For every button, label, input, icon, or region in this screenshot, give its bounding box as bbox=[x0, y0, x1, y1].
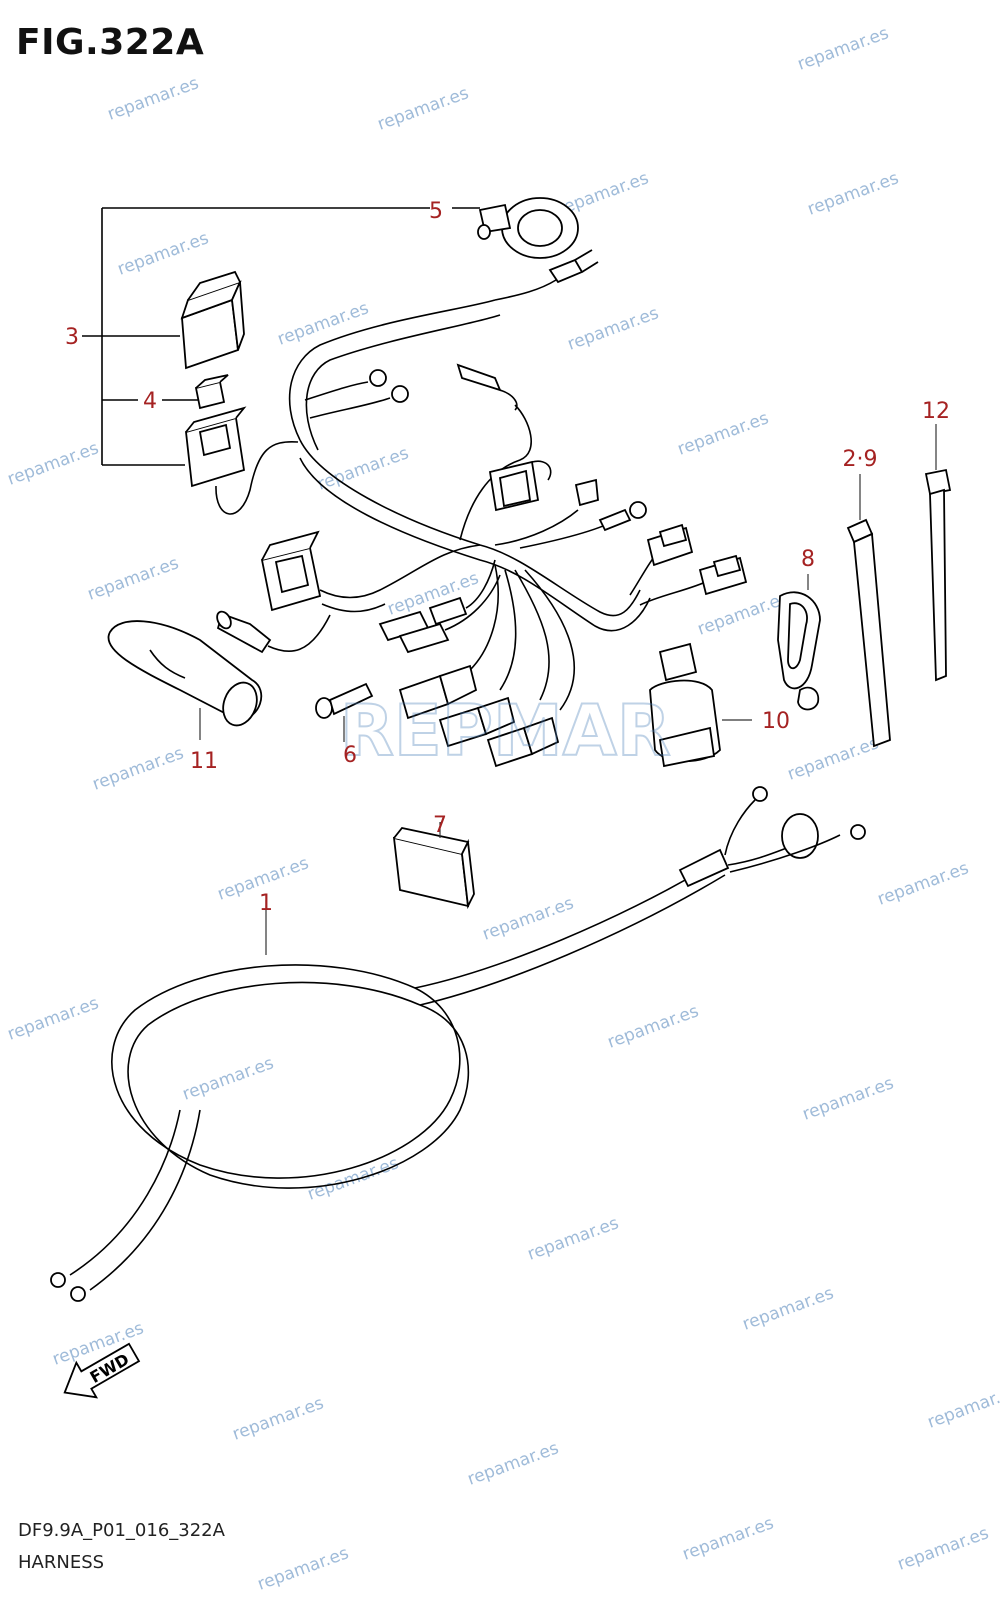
watermark-text: repamar.es bbox=[115, 228, 212, 279]
watermark-text: repamar.es bbox=[895, 1523, 992, 1574]
watermark-text: repamar.es bbox=[875, 858, 972, 909]
callout-12: 12 bbox=[922, 399, 950, 424]
callout-8: 8 bbox=[801, 547, 815, 572]
watermark-text: repamar.es bbox=[695, 588, 792, 639]
watermark-text: repamar.es bbox=[90, 743, 187, 794]
part-5-grommet bbox=[477, 197, 579, 259]
watermark-text: repamar.es bbox=[5, 438, 102, 489]
part-6-pin bbox=[315, 682, 374, 742]
watermark-text: repamar.es bbox=[480, 893, 577, 944]
callout-11: 11 bbox=[190, 749, 218, 774]
bullet-connectors bbox=[216, 559, 501, 654]
callout-6: 6 bbox=[343, 743, 357, 768]
watermark-text: repamar.es bbox=[605, 1001, 702, 1052]
callout-4: 4 bbox=[143, 389, 157, 414]
watermark-text: repamar.es bbox=[680, 1513, 777, 1564]
part-2-9-cable-tie bbox=[846, 474, 891, 748]
bracket-lines bbox=[82, 207, 480, 466]
watermark-text: repamar.es bbox=[375, 83, 472, 134]
left-connector bbox=[260, 530, 481, 613]
callout-7: 7 bbox=[433, 813, 447, 838]
callout-5: 5 bbox=[429, 199, 443, 224]
watermark-text: repamar.es bbox=[255, 1543, 352, 1594]
watermark-text: repamar.es bbox=[315, 443, 412, 494]
part-10-clip bbox=[649, 642, 752, 768]
watermark-text: repamar.es bbox=[230, 1393, 327, 1444]
part-4-fuse bbox=[194, 374, 229, 410]
watermark-text: repamar.es bbox=[925, 1381, 1000, 1432]
callouts: 5 3 4 12 2·9 8 10 11 6 7 1 bbox=[65, 199, 950, 916]
part-7-grommet bbox=[392, 822, 475, 910]
callout-2-9: 2·9 bbox=[843, 447, 878, 472]
part-8-clip bbox=[777, 574, 821, 711]
watermark-text: repamar.es bbox=[740, 1283, 837, 1334]
part-3-relay bbox=[180, 270, 245, 370]
watermark-text: repamar.es bbox=[785, 733, 882, 784]
watermark-text: repamar.es bbox=[800, 1073, 897, 1124]
part-11-sleeve bbox=[107, 620, 263, 740]
watermark-text: repamar.es bbox=[465, 1438, 562, 1489]
watermark-text: repamar.es bbox=[525, 1213, 622, 1264]
watermark-text: repamar.es bbox=[565, 303, 662, 354]
callout-1: 1 bbox=[259, 891, 273, 916]
watermark-text: repamar.es bbox=[675, 408, 772, 459]
watermark-text: repamar.es bbox=[805, 168, 902, 219]
fuse-holder bbox=[185, 406, 299, 515]
part-1-harness-loop bbox=[50, 786, 866, 1302]
figure-code: DF9.9A_P01_016_322A bbox=[18, 1520, 225, 1541]
watermark-text: repamar.es bbox=[85, 553, 182, 604]
watermark-text: repamar.es bbox=[5, 993, 102, 1044]
watermark-text: repamar.es bbox=[105, 73, 202, 124]
figure-name: HARNESS bbox=[18, 1552, 105, 1573]
watermark-text: repamar.es bbox=[180, 1053, 277, 1104]
main-harness-upper bbox=[288, 249, 748, 632]
part-12-cable-tie bbox=[924, 424, 952, 682]
callout-3: 3 bbox=[65, 325, 79, 350]
watermark-group: repamar.es repamar.es repamar.es repamar.es… bbox=[5, 23, 1000, 1594]
watermark-text: repamar.es bbox=[275, 298, 372, 349]
logo-text: REPMAR bbox=[340, 690, 671, 772]
watermark-text: repamar.es bbox=[305, 1153, 402, 1204]
figure-title: FIG.322A bbox=[16, 22, 205, 63]
repmar-logo: REPMAR bbox=[339, 689, 672, 773]
watermark-text: repamar.es bbox=[795, 23, 892, 74]
lower-harness bbox=[398, 564, 575, 768]
callout-10: 10 bbox=[762, 709, 790, 734]
